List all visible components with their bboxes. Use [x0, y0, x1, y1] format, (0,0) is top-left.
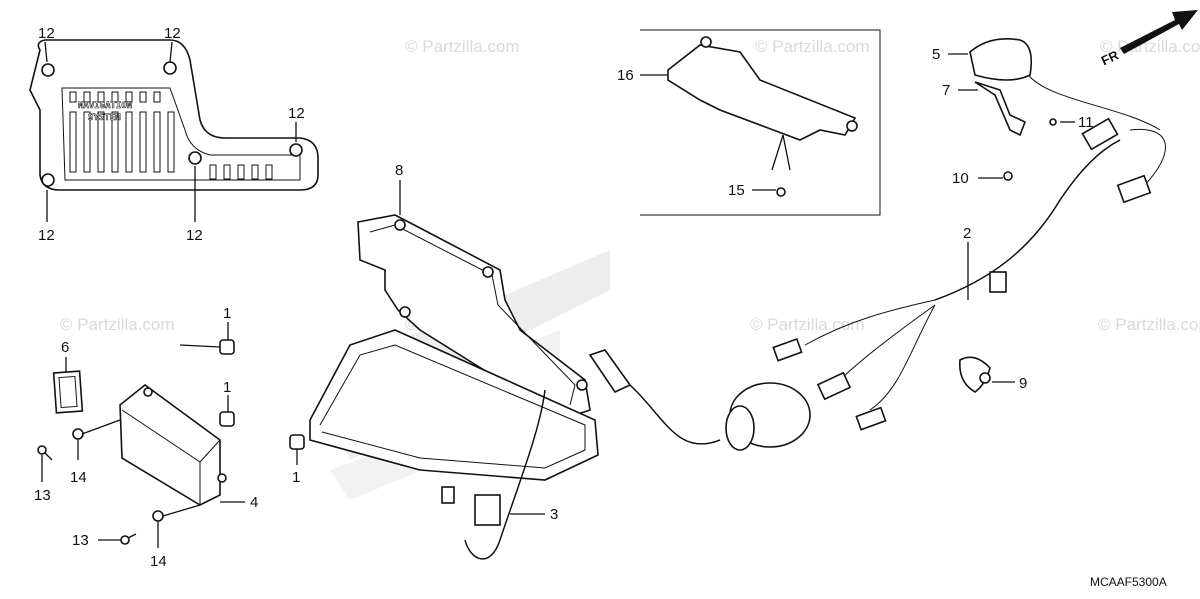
- connector-2b: [816, 371, 852, 401]
- callout-8: 8: [395, 162, 403, 179]
- screw-12-top-right: [163, 61, 177, 75]
- callout-15: 15: [728, 182, 745, 199]
- grommet-1b: [219, 411, 235, 427]
- callout-1b: 1: [223, 379, 231, 396]
- antenna-part-5: [969, 38, 1033, 81]
- washer-14b: [152, 510, 164, 522]
- callouts: 12 12 12 12 12 8 1 1 1 6 14 14 13 13 4 3…: [34, 25, 1094, 570]
- callout-12b: 12: [164, 25, 181, 42]
- callout-1a: 1: [223, 305, 231, 322]
- screw-13a: [37, 445, 53, 461]
- washer-14a: [72, 428, 84, 440]
- clip-part-9: [958, 356, 991, 393]
- connector-2a: [772, 337, 803, 362]
- panel-emboss-line-1: NAVIGATION: [78, 101, 132, 111]
- callout-10: 10: [952, 170, 969, 187]
- screw-15: [776, 187, 786, 197]
- grommet-1a: [219, 339, 235, 355]
- callout-11: 11: [1078, 114, 1094, 131]
- screw-11: [1049, 118, 1057, 126]
- connector-3: [474, 494, 501, 526]
- callout-12e: 12: [186, 227, 203, 244]
- navigation-cover-panel: NAVIGATION SYSTEM: [29, 39, 319, 191]
- grommets: [219, 339, 305, 450]
- panel-slots: [69, 91, 273, 180]
- front-arrow-icon: FR: [1099, 10, 1198, 68]
- watermark-7: © Partzilla.com: [1098, 315, 1200, 334]
- grommet-1c: [289, 434, 305, 450]
- callout-9: 9: [1019, 375, 1027, 392]
- screw-10: [1003, 171, 1013, 181]
- navigation-unit: [119, 383, 227, 506]
- front-label: FR: [1099, 47, 1122, 68]
- leader-lines: [41, 41, 1075, 548]
- callout-13b: 13: [72, 532, 89, 549]
- bracket-inset: [640, 29, 881, 216]
- screw-13b: [120, 533, 137, 545]
- watermark-3: © Partzilla.com: [755, 37, 870, 56]
- panel-emboss-line-2: SYSTEM: [88, 113, 121, 123]
- callout-12a: 12: [38, 25, 55, 42]
- diagram-code: MCAAF5300A: [1090, 575, 1167, 589]
- screw-12-top-left: [41, 63, 55, 77]
- mounting-frame: [309, 214, 599, 481]
- watermark-2: © Partzilla.com: [405, 37, 520, 56]
- wire-harness: [441, 69, 1166, 560]
- callout-7: 7: [942, 82, 950, 99]
- bracket-part-7: [974, 81, 1027, 137]
- callout-5: 5: [932, 46, 940, 63]
- callout-14a: 14: [70, 469, 87, 486]
- screw-12-center: [188, 151, 202, 165]
- callout-16: 16: [617, 67, 634, 84]
- connector-2c: [855, 406, 887, 431]
- callout-6: 6: [61, 339, 69, 356]
- callout-14b: 14: [150, 553, 167, 570]
- callout-13a: 13: [34, 487, 51, 504]
- callout-12d: 12: [38, 227, 55, 244]
- screw-12-bottom-left: [41, 173, 55, 187]
- callout-2: 2: [963, 225, 971, 242]
- callout-3: 3: [550, 506, 558, 523]
- callout-4: 4: [250, 494, 258, 511]
- watermark-4: © Partzilla.com: [60, 315, 175, 334]
- screw-12-right: [289, 143, 303, 157]
- callout-1c: 1: [292, 469, 300, 486]
- callout-12c: 12: [288, 105, 305, 122]
